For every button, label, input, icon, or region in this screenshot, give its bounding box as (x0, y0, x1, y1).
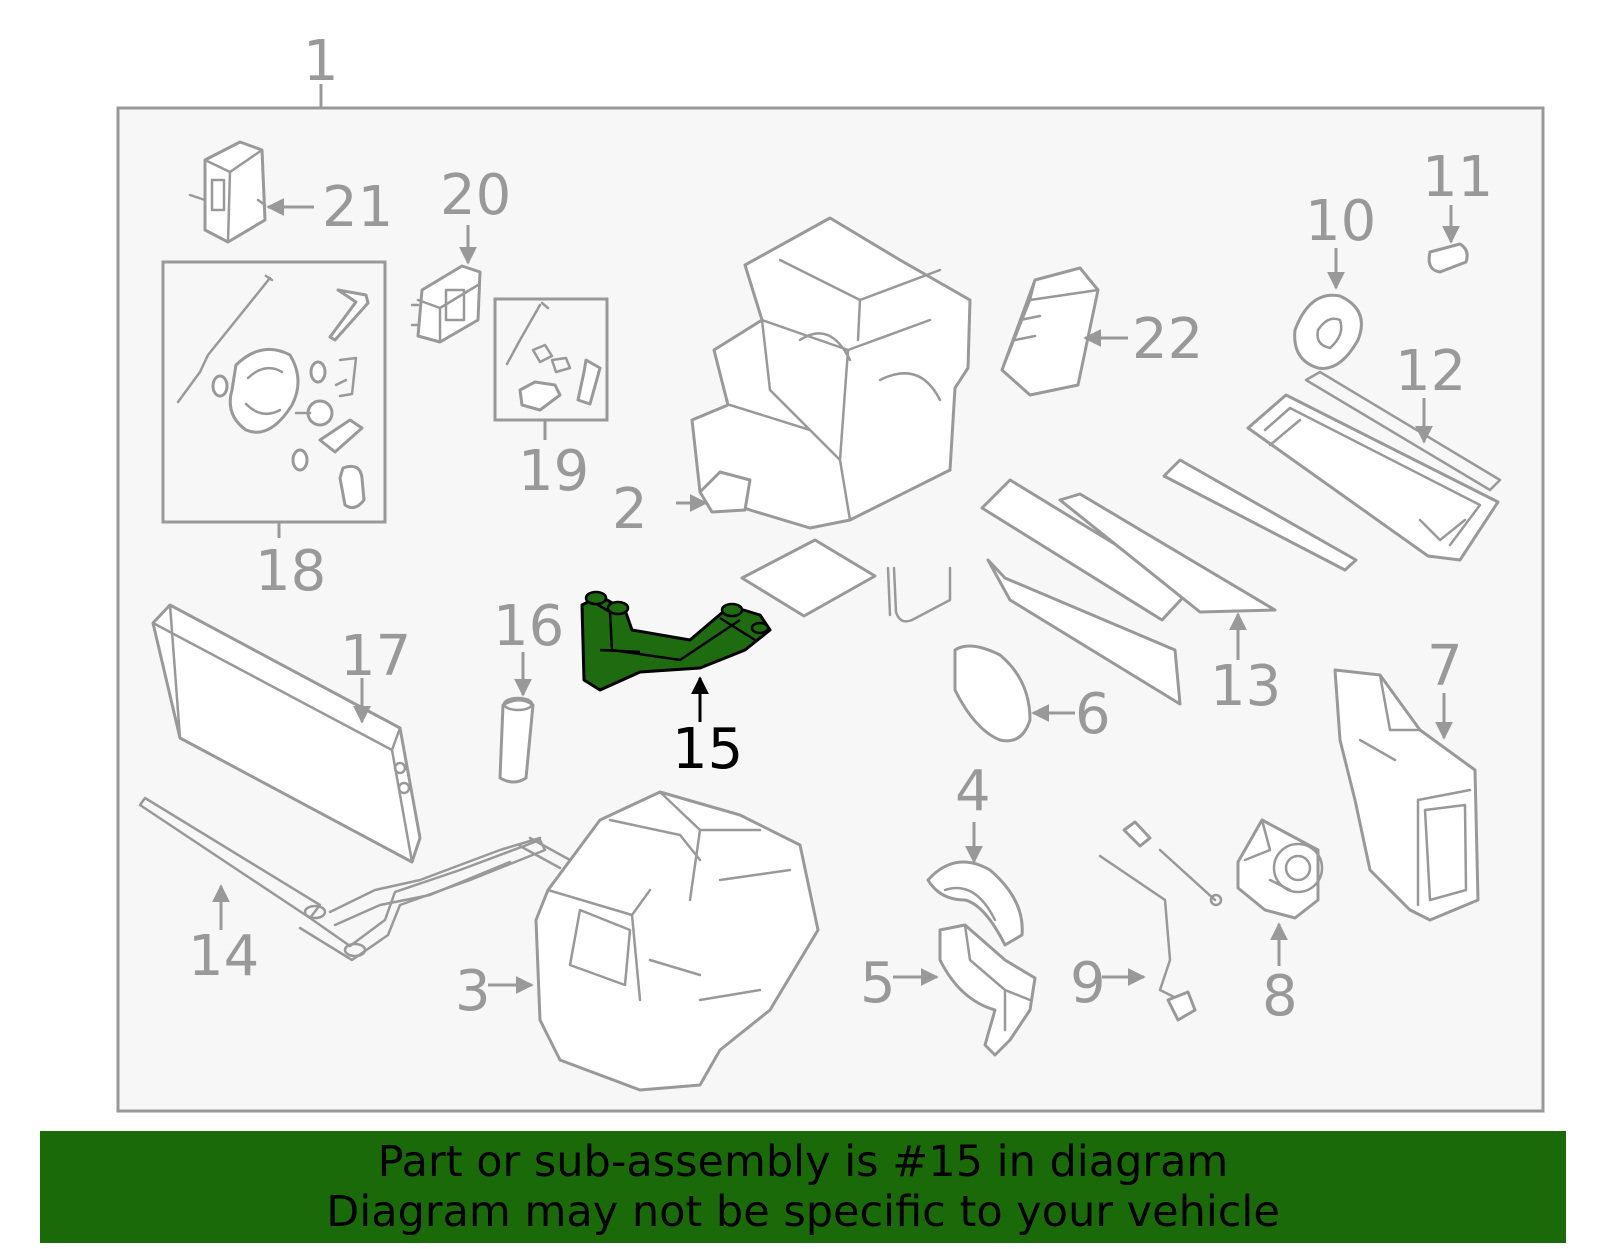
seal-gasket (740, 538, 877, 618)
part-19-linkage-kit[interactable] (505, 301, 602, 412)
kit-18-box (161, 260, 387, 524)
callout-16: 16 (493, 594, 564, 659)
callout-3: 3 (455, 959, 491, 1024)
banner-line-2: Diagram may not be specific to your vehi… (326, 1187, 1280, 1237)
callout-5: 5 (860, 951, 896, 1016)
part-8-blower-motor[interactable] (1236, 818, 1324, 920)
callout-6: 6 (1075, 682, 1111, 747)
callout-2: 2 (612, 477, 648, 542)
callout-12: 12 (1395, 339, 1466, 404)
part-9-harness[interactable] (1098, 820, 1223, 1022)
part-20-actuator[interactable] (410, 264, 482, 344)
part-6-door[interactable] (953, 644, 1032, 743)
callout-10: 10 (1305, 189, 1376, 254)
part-15-heater-tube-assembly[interactable] (580, 590, 772, 692)
part-16-sensor[interactable] (498, 696, 535, 784)
part-11-plug[interactable] (1427, 242, 1469, 274)
callout-17: 17 (340, 624, 411, 689)
part-2-hvac-housing[interactable] (690, 216, 972, 530)
part-3-lower-housing[interactable] (534, 790, 820, 1092)
callout-22: 22 (1132, 307, 1203, 372)
banner-line-1: Part or sub-assembly is #15 in diagram (377, 1137, 1229, 1187)
part-5-door[interactable] (938, 923, 1037, 1057)
part-12-filter-door[interactable] (1246, 370, 1502, 562)
part-17-evaporator[interactable] (151, 603, 422, 864)
callout-11: 11 (1422, 145, 1493, 210)
callout-7: 7 (1427, 634, 1463, 699)
callout-20: 20 (440, 163, 511, 228)
callout-15: 15 (672, 717, 743, 782)
info-banner: Part or sub-assembly is #15 in diagram D… (40, 1131, 1566, 1243)
callout-21: 21 (322, 175, 393, 240)
callout-9: 9 (1070, 951, 1106, 1016)
callout-1: 1 (303, 29, 339, 94)
callout-8: 8 (1262, 964, 1298, 1029)
callout-18: 18 (255, 539, 326, 604)
part-7-duct[interactable] (1333, 668, 1480, 922)
kit-19-box (493, 297, 609, 422)
info-banner-bg (40, 1131, 1566, 1243)
u-clip (886, 566, 952, 623)
part-18-linkage-kit[interactable] (176, 274, 370, 510)
part-21-actuator[interactable] (188, 140, 267, 244)
callout-13: 13 (1210, 654, 1281, 719)
callout-4: 4 (955, 759, 991, 824)
part-13-mode-doors[interactable] (980, 458, 1358, 706)
part-10-cap[interactable] (1293, 293, 1363, 370)
part-22-control-module[interactable] (1000, 266, 1100, 397)
part-14-pipe[interactable] (138, 796, 572, 962)
callout-14: 14 (188, 924, 259, 989)
callout-19: 19 (518, 439, 589, 504)
